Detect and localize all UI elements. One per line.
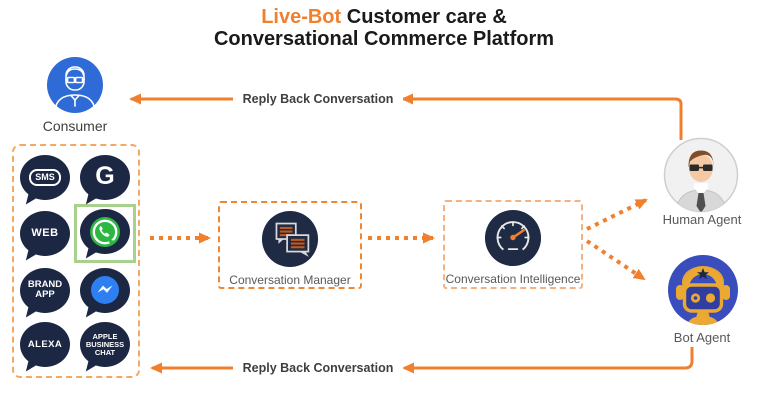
channel-whatsapp-highlight	[74, 204, 136, 264]
intelligence-to-human-arrow	[586, 198, 648, 231]
title-line2: Conversational Commerce Platform	[213, 28, 555, 50]
alexa-label: ALEXA	[27, 338, 63, 350]
channel-whatsapp	[80, 209, 130, 255]
consumer-label: Consumer	[42, 118, 108, 134]
consumer-avatar-icon	[47, 57, 103, 113]
reply-bottom-right-arrow	[402, 347, 694, 374]
brand-app-label: BRAND APP	[27, 279, 63, 301]
chat-bubbles-icon	[261, 210, 319, 268]
gauge-icon	[484, 209, 542, 267]
google-g-icon: G	[95, 161, 115, 190]
channel-apple-business-chat: APPLE BUSINESS CHAT	[80, 322, 130, 368]
intelligence-to-bot-arrow	[585, 239, 646, 281]
human-agent-avatar-icon	[663, 137, 739, 213]
sms-label: SMS	[29, 168, 61, 186]
channel-sms: SMS	[20, 154, 70, 200]
bot-agent-label: Bot Agent	[673, 330, 731, 345]
conversation-intelligence-label: Conversation Intelligence	[445, 272, 581, 286]
whatsapp-icon	[90, 216, 120, 247]
channels-panel: SMS G WEB BRAND APP	[12, 144, 140, 378]
messenger-icon	[91, 276, 119, 305]
brand-name: Live-Bot	[261, 6, 342, 28]
reply-back-conversation-bottom-label: Reply Back Conversation	[233, 361, 403, 375]
conversation-intelligence-node: Conversation Intelligence	[443, 200, 583, 289]
channel-google: G	[80, 154, 130, 200]
conversation-manager-label: Conversation Manager	[229, 273, 351, 287]
page-title: Live-Bot Customer care & Conversational …	[0, 6, 768, 50]
human-agent-label: Human Agent	[662, 212, 742, 227]
conversation-manager-node: Conversation Manager	[218, 201, 362, 289]
channel-alexa: ALEXA	[20, 322, 70, 368]
title-line1: Customer care &	[341, 6, 507, 28]
channel-messenger	[80, 267, 130, 313]
reply-back-conversation-top-label: Reply Back Conversation	[233, 92, 403, 106]
channel-brand-app: BRAND APP	[20, 267, 70, 313]
reply-top-right-arrow	[401, 93, 683, 140]
apple-business-chat-label: APPLE BUSINESS CHAT	[85, 331, 125, 357]
channel-web: WEB	[20, 211, 70, 257]
robot-icon	[668, 255, 738, 325]
web-label: WEB	[31, 226, 59, 239]
